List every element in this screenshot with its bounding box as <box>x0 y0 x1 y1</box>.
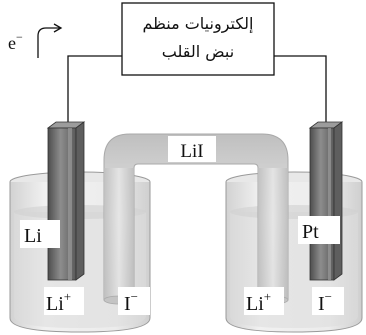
right-electrode-label-bg <box>298 216 340 244</box>
salt-bridge-label-bg <box>168 136 216 162</box>
salt-bridge-label: LiI <box>180 141 203 162</box>
left-anion-bg <box>118 287 150 315</box>
left-cation-label: Li+ <box>46 289 71 315</box>
platinum-electrode <box>308 121 344 281</box>
left-cation-bg <box>44 287 84 315</box>
right-cation-label: Li+ <box>246 289 271 315</box>
left-anion-label: I− <box>124 289 138 315</box>
right-anion-label: I− <box>318 289 332 315</box>
electron-flow-arrow <box>37 23 63 58</box>
right-electrode-label: Pt <box>302 221 319 243</box>
lithium-electrode <box>46 121 86 281</box>
left-electrode-label-bg <box>20 220 60 248</box>
right-anion-bg <box>312 287 344 315</box>
device-label-line1: إلكترونيات منظم <box>142 14 253 34</box>
right-cation-bg <box>244 287 284 315</box>
external-wire <box>67 55 327 126</box>
left-electrode-label: Li <box>24 225 42 247</box>
device-label-line2: نبض القلب <box>162 42 234 62</box>
electron-label: e− <box>8 30 23 53</box>
pacemaker-electronics-box <box>121 2 275 76</box>
salt-bridge <box>103 133 289 305</box>
